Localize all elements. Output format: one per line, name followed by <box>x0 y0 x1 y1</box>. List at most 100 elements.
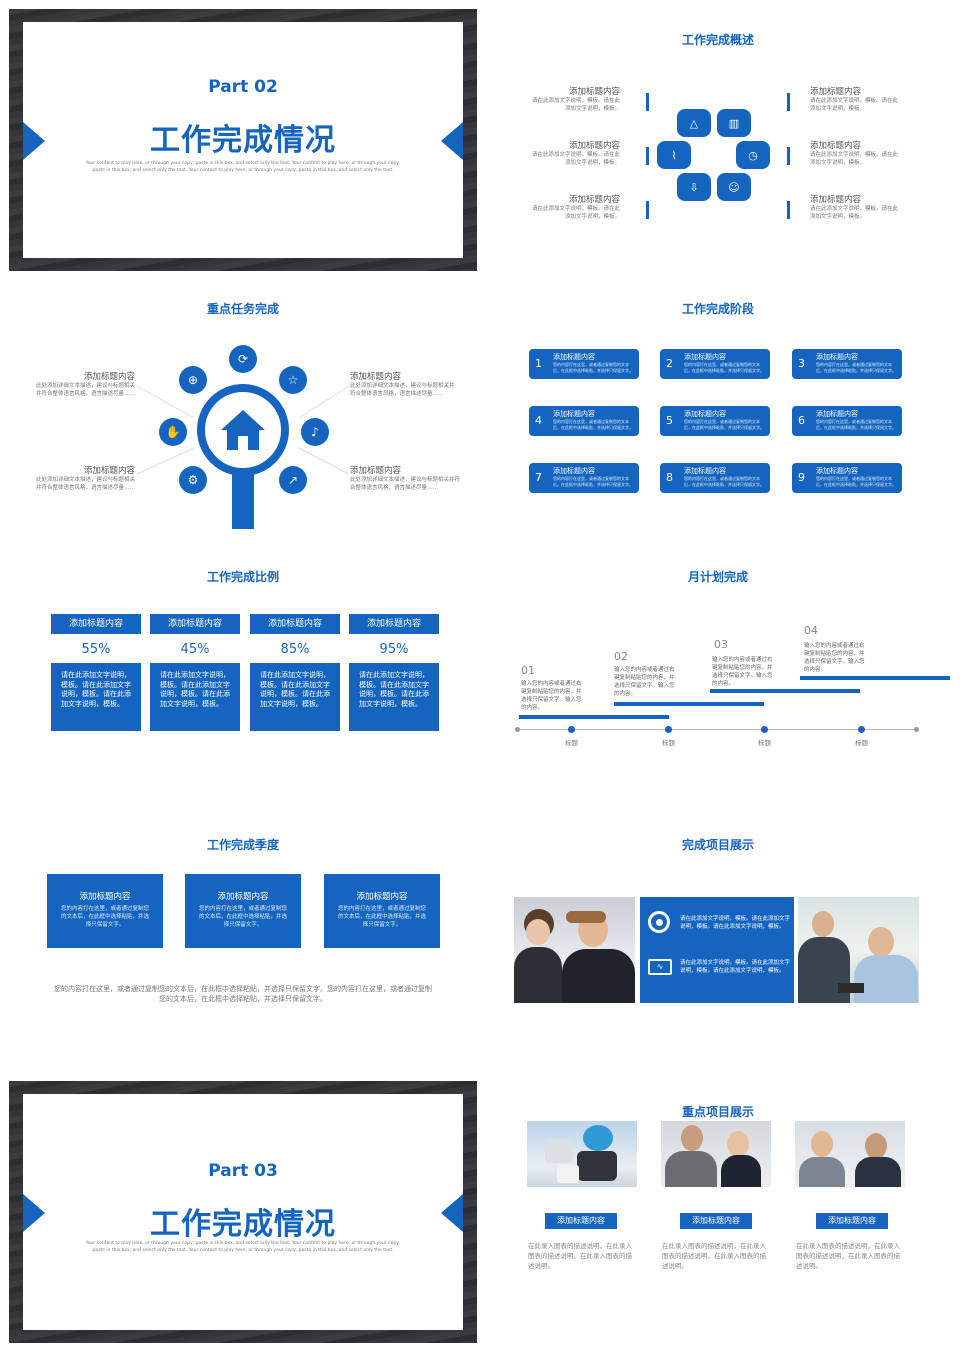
monitor-chart-icon: ∿ <box>648 959 672 975</box>
cover-part-label: Part 02 <box>208 77 278 97</box>
item-description: 请在此添加文字说明，模板。请在此添加文字说明，模板。 <box>531 98 620 112</box>
item-description: 此处添加详细文本描述，建议与标题相关并符合整体语言风格，语言描述尽量…… <box>350 383 455 397</box>
step-number: 02 <box>614 650 628 663</box>
target-icon <box>648 911 670 933</box>
item-heading: 添加标题内容 <box>83 466 135 476</box>
step-number: 03 <box>714 638 728 651</box>
ratio-description: 请在此添加文字说明，模板。请在此添加文字说明，模板。请在此添加文字说明，模板。 <box>349 663 439 731</box>
showcase-description: 请在此添加文字说明，模板。请在此添加文字说明，模板。请在此添加文字说明，模板。 <box>680 916 791 930</box>
timeline-end-dot <box>515 727 520 732</box>
add-user-icon: ⊕ <box>179 366 207 394</box>
accent-bar <box>646 147 649 165</box>
overview-item: 添加标题内容 请在此添加文字说明，模板。请在此添加文字说明，模板。 <box>500 193 620 221</box>
step-bar <box>614 702 764 706</box>
timeline-dot <box>761 726 768 733</box>
step-description: 输入您的内容或者通过右键复制粘贴您的内容，并选择只保留文字。输入您的内容。 <box>521 681 582 711</box>
slide-title: 工作完成比例 <box>206 570 279 584</box>
item-description: 请在此添加文字说明，模板。请在此添加文字说明，模板。 <box>531 206 620 220</box>
slide-title: 工作完成季度 <box>206 838 279 852</box>
slide-cover-part02: Part 02 工作完成情况 Your content to play here… <box>9 9 477 271</box>
slide-title: 工作完成概述 <box>681 33 754 47</box>
project-label: 添加标题内容 <box>545 1213 617 1229</box>
ratio-heading: 添加标题内容 <box>51 614 141 634</box>
item-heading: 添加标题内容 <box>568 87 620 97</box>
ratio-value: 85% <box>280 642 310 657</box>
stage-description: 您的内容打在这里，或者通过复制您的文本后，在此框中选择粘贴，并选择只保留文字。 <box>816 476 896 487</box>
timeline-label: 标题 <box>565 739 578 747</box>
item-description: 此处添加详细文本描述，建议与标题相关并符合整体语言风格，语言描述尽量…… <box>350 477 461 491</box>
step-description: 输入您的内容或者通过右键复制粘贴您的内容，并选择只保留文字。输入您的内容。 <box>712 657 773 687</box>
accent-bar <box>646 201 649 219</box>
refresh-icon: ⟳ <box>229 345 257 373</box>
stage-heading: 添加标题内容 <box>816 467 858 475</box>
stage-description: 您的内容打在这里，或者通过复制您的文本后，在此框中选择粘贴，并选择只保留文字。 <box>684 476 764 487</box>
slide-cover-part03: Part 03 工作完成情况 Your content to play here… <box>9 1081 477 1343</box>
slide-title: 重点项目展示 <box>681 1105 754 1119</box>
ratio-description: 请在此添加文字说明，模板。请在此添加文字说明，模板。请在此添加文字说明，模板。 <box>150 663 240 731</box>
slide-work-overview: 工作完成概述 添加标题内容 请在此添加文字说明，模板。请在此添加文字说明，模板。… <box>484 9 952 271</box>
warning-triangle-icon: △ <box>677 109 711 137</box>
ratio-description: 请在此添加文字说明，模板。请在此添加文字说明，模板。请在此添加文字说明，模板。 <box>51 663 141 731</box>
stage-number: 9 <box>798 471 805 484</box>
timeline-dot <box>665 726 672 733</box>
slide-title: 重点任务完成 <box>206 302 279 316</box>
timeline-line <box>518 729 916 730</box>
stage-description: 您的内容打在这里，或者通过复制您的文本后，在此框中选择粘贴，并选择只保留文字。 <box>816 419 896 430</box>
star-icon: ☆ <box>279 366 307 394</box>
season-description: 您的内容打在这里，或者通过复制您的文本后，在此框中选择粘贴，并选择只保留文字。 <box>337 906 426 928</box>
stage-heading: 添加标题内容 <box>553 467 595 475</box>
season-heading: 添加标题内容 <box>79 892 131 902</box>
showcase-description: 请在此添加文字说明，模板。请在此添加文字说明，模板。请在此添加文字说明，模板。 <box>680 960 791 974</box>
timeline-label: 标题 <box>662 739 675 747</box>
slide-title: 月计划完成 <box>687 570 748 584</box>
microphone-icon: ♪ <box>301 418 329 446</box>
item-description: 请在此添加文字说明，模板。请在此添加文字说明，模板。 <box>531 152 620 166</box>
step-number: 04 <box>804 624 818 637</box>
item-heading: 添加标题内容 <box>568 195 620 205</box>
stage-number: 8 <box>666 471 673 484</box>
step-description: 输入您的内容或者通过右键复制粘贴您的内容，并选择只保留文字。输入您的内容。 <box>804 643 865 673</box>
stage-heading: 添加标题内容 <box>816 353 858 361</box>
item-description: 此处添加详细文本描述，建议与标题相关并符合整体语言风格，语言描述尽量…… <box>35 477 135 491</box>
stage-heading: 添加标题内容 <box>684 410 726 418</box>
slide-project-showcase: 完成项目展示 请在此添加文字说明，模板。请在此添加文字说明，模板。请在此添加文字… <box>484 814 952 1076</box>
overview-item: 添加标题内容 请在此添加文字说明，模板。请在此添加文字说明，模板。 <box>810 193 930 221</box>
growth-chart-icon: ↗ <box>279 466 307 494</box>
item-heading: 添加标题内容 <box>810 141 862 151</box>
cover-card <box>23 1094 463 1330</box>
cover-description: Your content to play here, or through yo… <box>85 1241 401 1253</box>
step-description: 输入您的内容或者通过右键复制粘贴您的内容，并选择只保留文字。输入您的内容。 <box>614 667 675 697</box>
cover-description: Your content to play here, or through yo… <box>85 161 401 173</box>
stage-number: 4 <box>535 414 542 427</box>
user-icon: ☺ <box>717 173 751 201</box>
task-item: 添加标题内容 此处添加详细文本描述，建议与标题相关并符合整体语言风格，语言描述尽… <box>350 464 462 492</box>
showcase-info-panel: 请在此添加文字说明，模板。请在此添加文字说明，模板。请在此添加文字说明，模板。 … <box>640 897 794 1003</box>
download-icon: ⇩ <box>677 173 711 201</box>
hand-icon: ✋ <box>159 418 187 446</box>
season-card: 添加标题内容 您的内容打在这里，或者通过复制您的文本后，在此框中选择粘贴，并选择… <box>324 874 440 948</box>
season-description: 您的内容打在这里，或者通过复制您的文本后，在此框中选择粘贴，并选择只保留文字。 <box>60 906 149 928</box>
slide-key-tasks: 重点任务完成 添加标题内容 此处添加详细文本描述，建议与标题相关并符合整体语言风… <box>9 278 477 540</box>
overview-item: 添加标题内容 请在此添加文字说明，模板。请在此添加文字说明，模板。 <box>810 139 930 167</box>
ratio-heading: 添加标题内容 <box>349 614 439 634</box>
left-triangle-decoration <box>23 122 45 160</box>
ratio-value: 45% <box>180 642 210 657</box>
slide-title: 完成项目展示 <box>681 838 754 852</box>
season-footer-text: 您的内容打在这里，或者通过复制您的文本后，在此框中选择粘贴，并选择只保留文字。您… <box>54 985 432 1003</box>
item-heading: 添加标题内容 <box>83 372 135 382</box>
stage-heading: 添加标题内容 <box>553 353 595 361</box>
women-meeting-photo <box>661 1121 771 1187</box>
step-bar <box>710 689 860 693</box>
accent-bar <box>787 201 790 219</box>
stage-heading: 添加标题内容 <box>553 410 595 418</box>
clock-icon: ◷ <box>736 141 770 169</box>
stage-number: 7 <box>535 471 542 484</box>
project-description: 在此录入图表的描述说明，在此录入图表的描述说明，在此录入图表的描述说明。 <box>662 1242 766 1270</box>
timeline-label: 标题 <box>855 739 868 747</box>
